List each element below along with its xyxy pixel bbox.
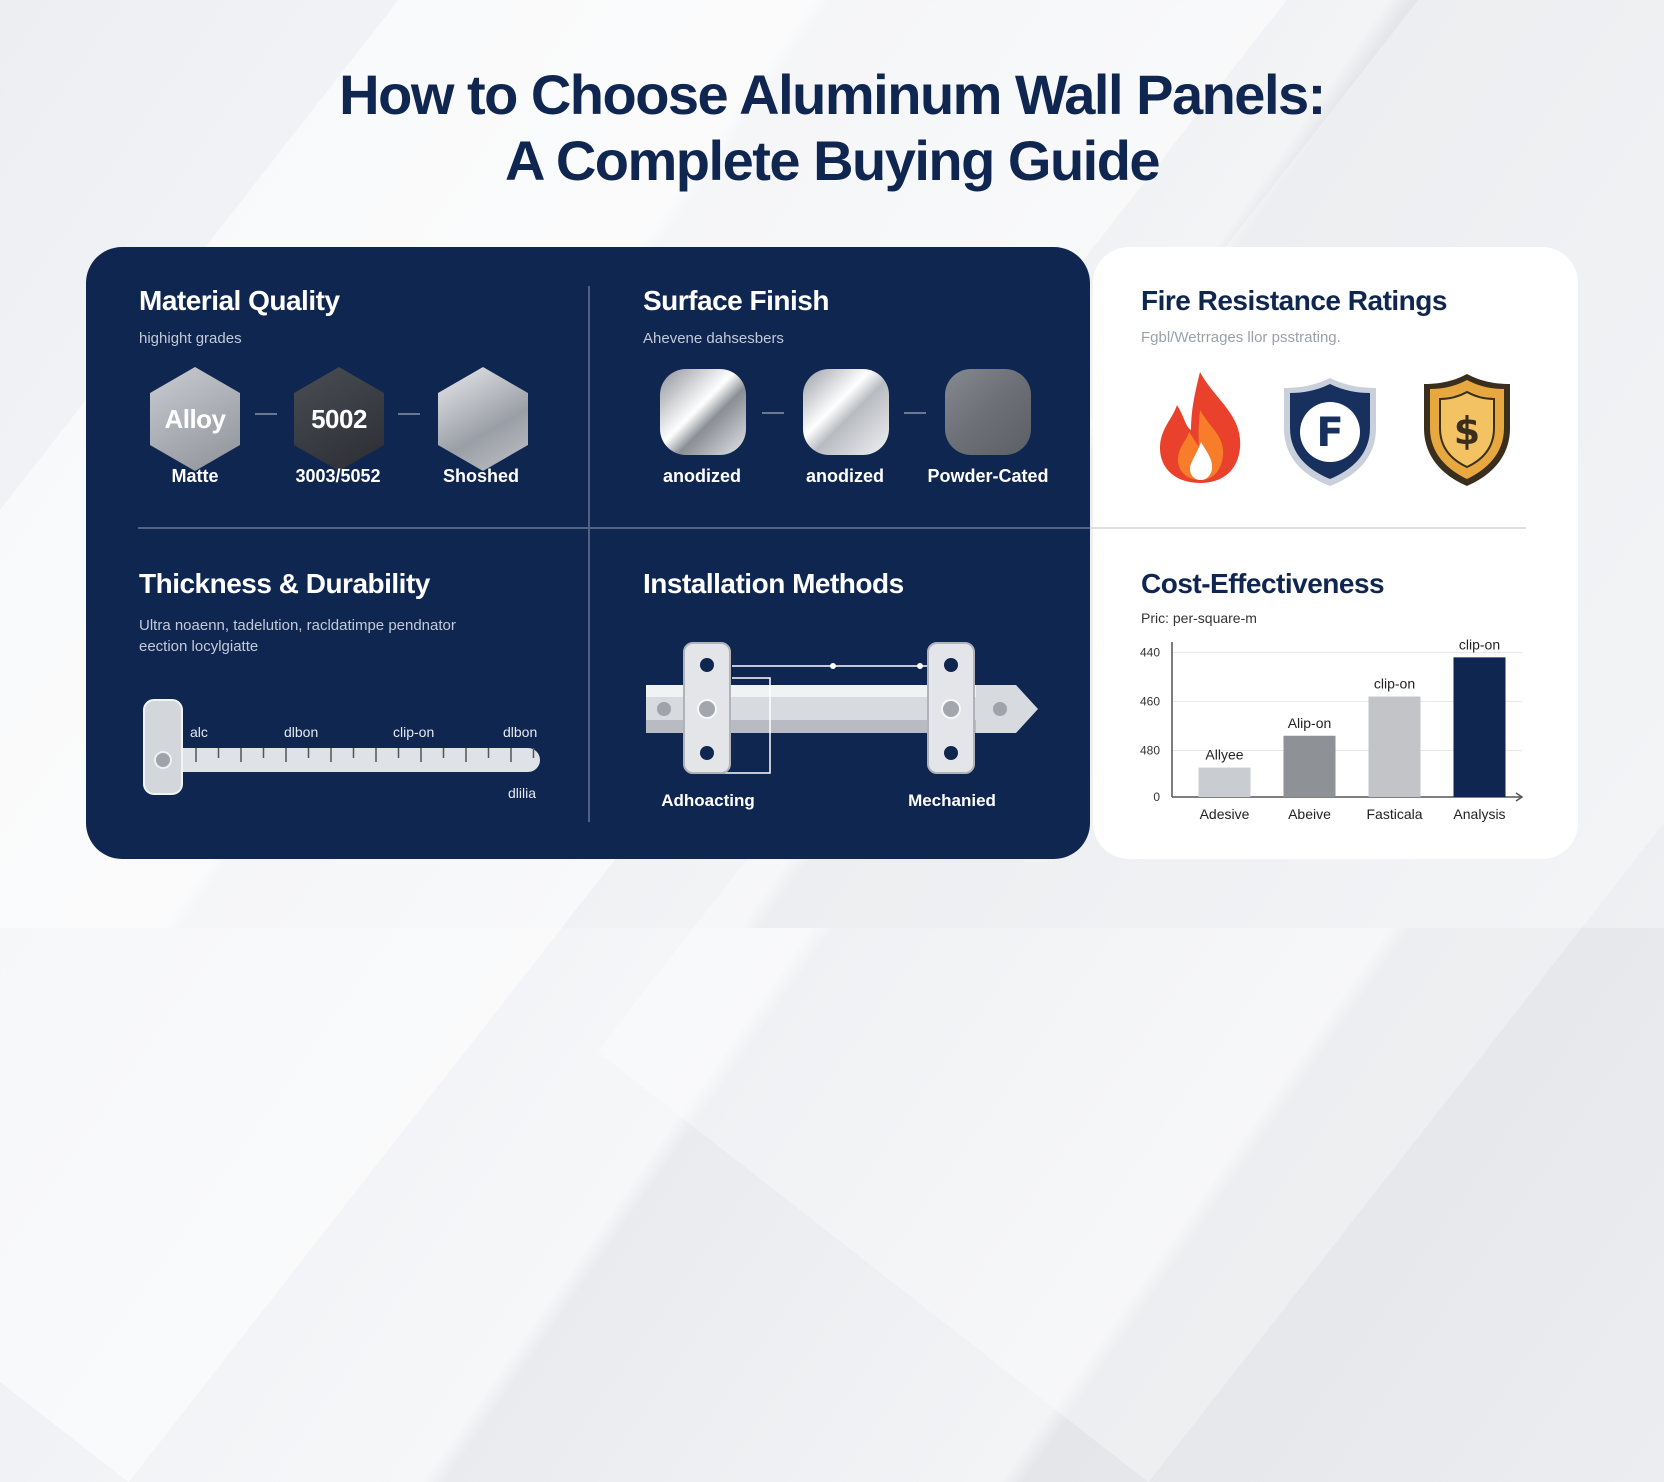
x-tick-label: Analysis bbox=[1453, 806, 1505, 822]
x-tick-label: Adesive bbox=[1200, 806, 1250, 822]
bar-label: Alip-on bbox=[1288, 715, 1332, 731]
x-axis-arrow bbox=[1515, 792, 1524, 802]
flame-icon bbox=[1159, 372, 1241, 483]
surface-caption-1: anodized bbox=[662, 466, 741, 486]
title-line-1: How to Choose Aluminum Wall Panels: bbox=[339, 63, 1326, 126]
thickness-subtitle: Ultra noaenn, tadelution, racldatimpe pe… bbox=[139, 615, 456, 657]
material-subtitle: highight grades bbox=[139, 330, 242, 347]
y-tick-label: 460 bbox=[1140, 694, 1160, 708]
installation-rail-diagram bbox=[646, 642, 1038, 774]
polished-hexagon bbox=[438, 367, 528, 471]
bar bbox=[1283, 735, 1336, 797]
finish-swatch-powder-coated bbox=[945, 369, 1031, 455]
thickness-ruler bbox=[143, 699, 540, 795]
scale-label-1: alc bbox=[190, 724, 208, 740]
connector bbox=[762, 412, 784, 414]
scale-label-4: dlbon bbox=[503, 724, 538, 740]
fire-heading: Fire Resistance Ratings bbox=[1141, 285, 1447, 316]
connector bbox=[398, 413, 420, 415]
thickness-heading: Thickness & Durability bbox=[139, 568, 430, 599]
vertical-divider bbox=[588, 286, 590, 822]
page-title: How to Choose Aluminum Wall Panels: A Co… bbox=[0, 62, 1664, 194]
bar-label: clip-on bbox=[1459, 636, 1500, 652]
surface-subtitle: Ahevene dahsesbers bbox=[643, 330, 784, 347]
shield-letter: $ bbox=[1454, 409, 1480, 453]
bar bbox=[1198, 767, 1251, 797]
title-line-2: A Complete Buying Guide bbox=[504, 129, 1161, 192]
scale-label-3: clip-on bbox=[393, 724, 435, 740]
material-caption-3: Shoshed bbox=[442, 466, 519, 486]
finish-swatch-anodized-1 bbox=[660, 369, 746, 455]
surface-caption-2: anodized bbox=[805, 466, 884, 486]
bar-label: Allyee bbox=[1205, 747, 1243, 763]
material-caption-2: 3003/5052 bbox=[295, 466, 381, 486]
badge-letter: F bbox=[1316, 410, 1343, 456]
thickness-subtitle-line-1: Ultra noaenn, tadelution, racldatimpe pe… bbox=[139, 617, 456, 634]
connector bbox=[255, 413, 277, 415]
cost-heading: Cost-Effectiveness bbox=[1141, 568, 1385, 599]
material-caption-1: Matte bbox=[171, 466, 219, 486]
finish-swatch-anodized-2 bbox=[803, 369, 889, 455]
x-tick-label: Fasticala bbox=[1366, 806, 1422, 822]
installation-caption-2: Mechanied bbox=[908, 791, 996, 810]
installation-heading: Installation Methods bbox=[643, 568, 904, 599]
cost-shield-icon: $ bbox=[1424, 374, 1510, 486]
x-tick-label: Abeive bbox=[1288, 806, 1331, 822]
fire-rating-badge-icon: F bbox=[1284, 378, 1376, 486]
horizontal-divider bbox=[138, 527, 1526, 529]
alloy-hexagon: Alloy bbox=[150, 367, 240, 471]
fire-subtitle: Fgbl/Wetrrages llor psstrating. bbox=[1141, 329, 1341, 346]
bar bbox=[1453, 657, 1506, 797]
cost-subtitle: Pric: per-square-m bbox=[1141, 610, 1257, 626]
y-tick-label: 440 bbox=[1140, 645, 1160, 659]
scale-below-label: dlilia bbox=[508, 785, 537, 801]
bar-label: clip-on bbox=[1374, 676, 1415, 692]
bar bbox=[1368, 696, 1421, 797]
thickness-subtitle-line-2: eection locylgiatte bbox=[139, 638, 259, 655]
surface-caption-3: Powder-Cated bbox=[927, 466, 1049, 486]
grade-hexagon: 5002 bbox=[294, 367, 384, 471]
y-tick-label: 480 bbox=[1140, 743, 1160, 757]
connector bbox=[904, 412, 926, 414]
material-heading: Material Quality bbox=[139, 285, 340, 316]
y-tick-label: 0 bbox=[1153, 790, 1160, 804]
installation-caption-1: Adhoacting bbox=[661, 791, 755, 810]
horizontal-divider-light bbox=[1090, 527, 1526, 529]
scale-label-2: dlbon bbox=[284, 724, 319, 740]
surface-heading: Surface Finish bbox=[643, 285, 829, 316]
